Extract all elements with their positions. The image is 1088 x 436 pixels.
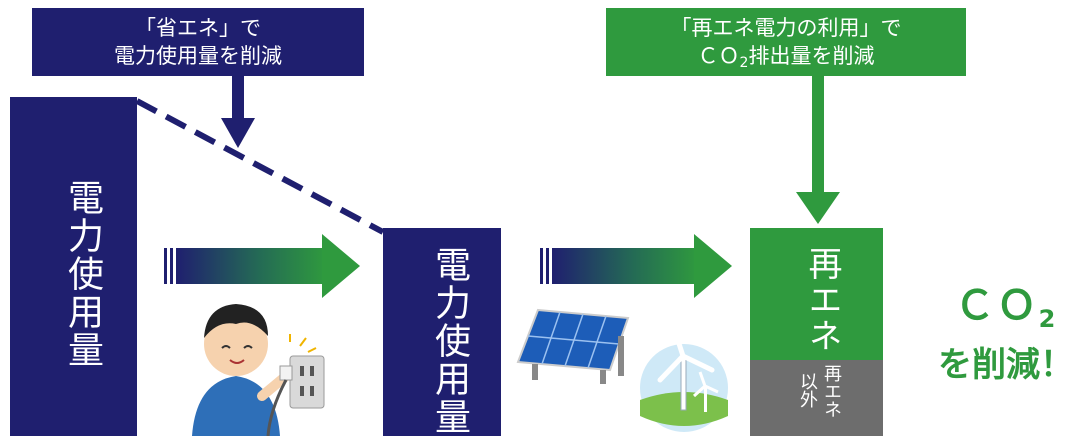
- non-renewable-label-2: 以外: [797, 372, 818, 408]
- usage-bar-after-label: 電力使用量: [429, 246, 470, 436]
- non-renewable-label-1: 再エネ: [821, 364, 842, 418]
- callout-renewable-line2: ＣＯ2排出量を削減: [697, 44, 875, 71]
- non-renewable-share-box: 再エネ 以外: [750, 360, 883, 436]
- renewable-label: 再エネ: [802, 246, 842, 354]
- person-plug-illustration-icon: [192, 304, 325, 436]
- callout-energy-saving-line2: 電力使用量を削減: [114, 44, 282, 68]
- result-line2: を削減！: [938, 345, 1074, 385]
- transition-arrow-1: [164, 234, 360, 298]
- result-line1: ＣＯ2: [954, 283, 1058, 333]
- transition-arrow-2: [540, 234, 732, 298]
- callout-renewable: 「再エネ電力の利用」で ＣＯ2排出量を削減: [606, 8, 966, 76]
- down-arrow-left: [221, 76, 255, 148]
- solar-panel-icon: [516, 308, 630, 384]
- usage-bar-before: 電力使用量: [10, 97, 137, 436]
- usage-bar-before-label: 電力使用量: [62, 179, 103, 369]
- reduction-dashed-line: [135, 98, 385, 235]
- co2-reduction-result: ＣＯ2 を削減！: [926, 282, 1086, 387]
- wind-turbine-icon: [640, 319, 728, 432]
- down-arrow-right: [796, 76, 840, 224]
- renewable-share-box: 再エネ: [750, 228, 883, 360]
- usage-bar-after: 電力使用量: [383, 228, 501, 436]
- callout-energy-saving-line1: 「省エネ」で: [135, 16, 261, 40]
- callout-energy-saving: 「省エネ」で 電力使用量を削減: [32, 8, 364, 76]
- callout-renewable-line1: 「再エネ電力の利用」で: [670, 16, 902, 40]
